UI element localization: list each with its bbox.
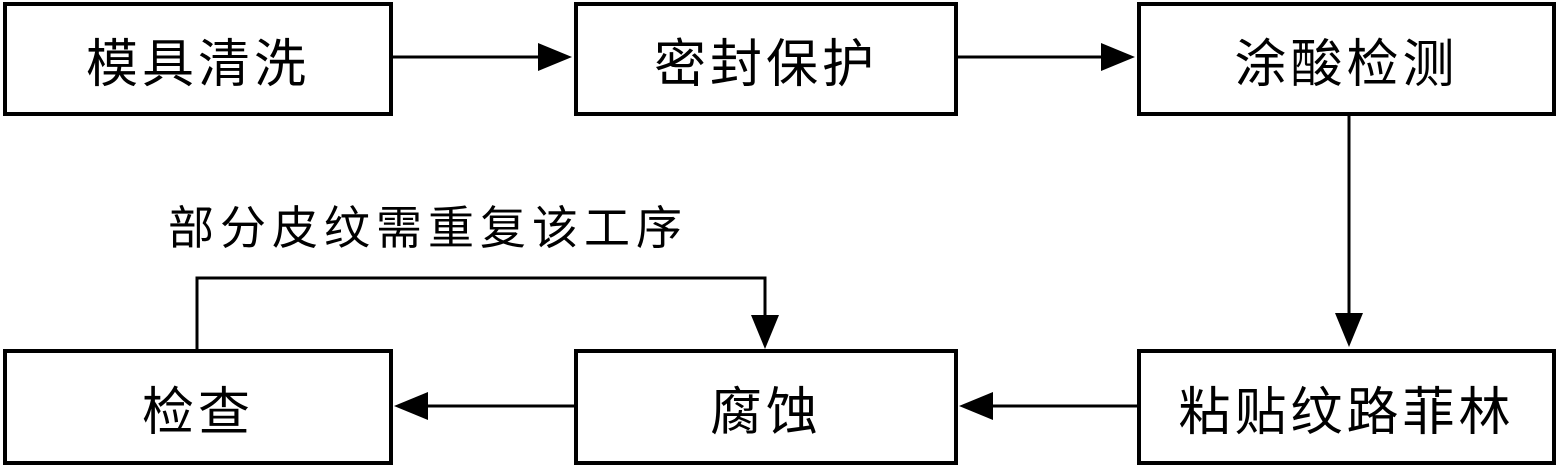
step-label: 粘贴纹路菲林 [1178, 382, 1515, 443]
step-label: 密封保护 [653, 34, 878, 95]
step-inspection: 检查 [3, 349, 393, 465]
step-label: 腐蚀 [709, 382, 822, 443]
step-label: 检查 [141, 382, 254, 443]
step-apply-texture-film: 粘贴纹路菲林 [1137, 349, 1556, 465]
loop-note: 部分皮纹需重复该工序 [168, 201, 688, 255]
step-etching: 腐蚀 [574, 349, 958, 465]
arrow-film-to-etch [959, 392, 1137, 420]
arrow-acid-test-to-film [1335, 116, 1363, 347]
arrow-seal-to-acid-test [958, 43, 1135, 71]
arrow-etch-to-inspect [394, 392, 574, 420]
step-mold-cleaning: 模具清洗 [3, 2, 393, 116]
step-seal-protection: 密封保护 [574, 2, 958, 116]
loop-arrow-inspect-to-etch [195, 276, 779, 349]
arrow-clean-to-seal [393, 43, 572, 71]
step-label: 模具清洗 [85, 34, 310, 95]
step-acid-test: 涂酸检测 [1137, 2, 1556, 116]
step-label: 涂酸检测 [1234, 34, 1459, 95]
